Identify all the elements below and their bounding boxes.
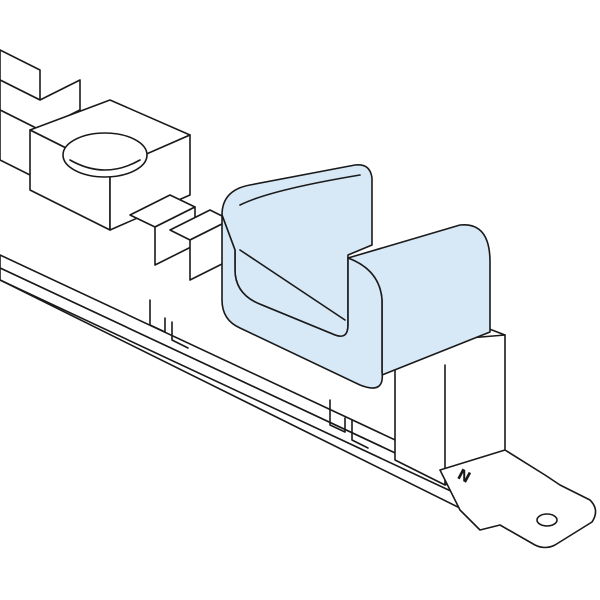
terminal-block-with-hole — [29, 99, 191, 231]
stepped-spacer-blocks — [129, 194, 231, 349]
blue-neutral-clip — [221, 163, 491, 389]
tab-slot-icon — [536, 513, 558, 527]
neutral-tab: N — [439, 449, 597, 549]
